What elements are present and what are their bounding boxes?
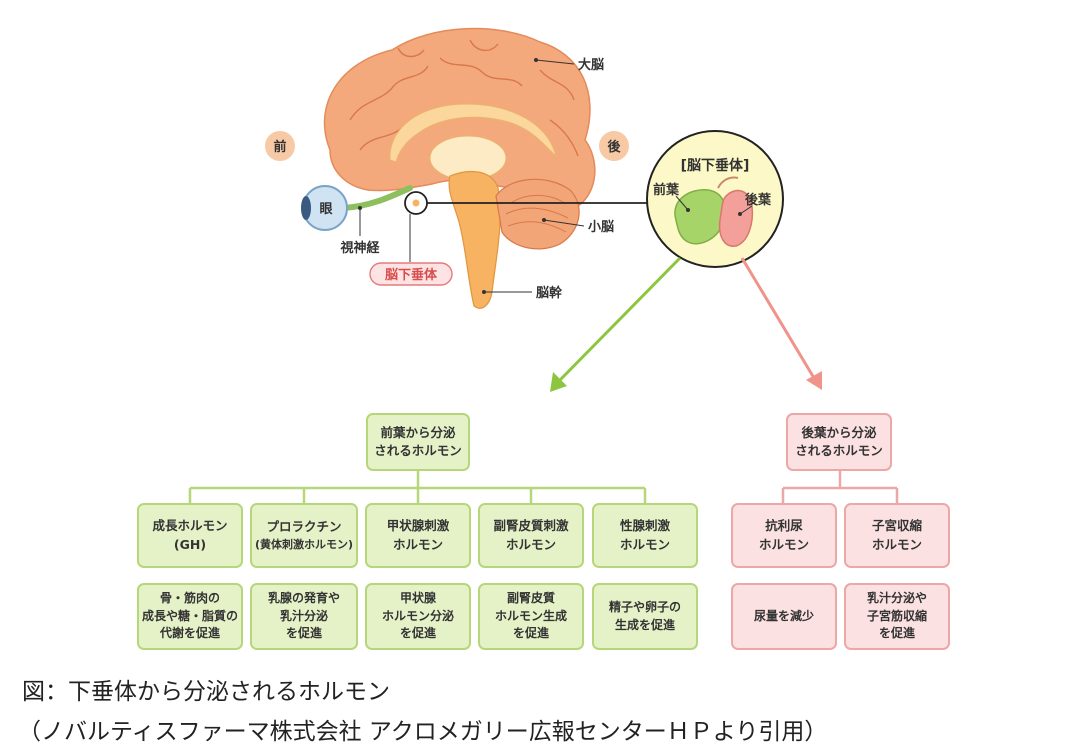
anterior-label: 前葉 (653, 182, 680, 198)
effect-prolactin: 乳腺の発育や 乳汁分泌 を促進 (250, 583, 358, 650)
effect-line: を促進 (399, 626, 436, 641)
hormone-name-line: ホルモン (392, 536, 443, 552)
pituitary-tag-label: 脳下垂体 (385, 267, 438, 283)
hormone-name-line: ホルモン (619, 536, 670, 552)
back-label: 後 (607, 139, 621, 155)
effect-line: ホルモン生成 (494, 608, 567, 623)
hormone-name-line: (GH) (173, 536, 207, 552)
hormone-name-line: 副腎皮質刺激 (493, 518, 569, 534)
cerebrum-label: 大脳 (578, 57, 604, 73)
hormone-name-line: 子宮収縮 (871, 518, 922, 534)
front-marker (265, 131, 295, 161)
anterior-connectors (188, 471, 647, 503)
brainstem-label: 脳幹 (536, 285, 563, 301)
posterior-header-line2: されるホルモン (795, 443, 883, 458)
hormone-name-line: ホルモン (758, 536, 809, 552)
hormone-gh: 成長ホルモン (GH) (137, 503, 243, 568)
front-label: 前 (273, 139, 286, 155)
arrows (550, 256, 822, 392)
posterior-header: 後葉から分泌 されるホルモン (786, 413, 892, 471)
effect-line: ホルモン分泌 (381, 608, 454, 623)
pituitary-zoom: [脳下垂体] 前葉 後葉 (646, 130, 784, 268)
figure-caption: 図：下垂体から分泌されるホルモン (22, 679, 390, 705)
effect-line: 代謝を促進 (159, 626, 220, 641)
posterior-connectors (781, 471, 899, 503)
zoom-title: [脳下垂体] (681, 157, 750, 174)
hormone-adh: 抗利尿 ホルモン (731, 503, 837, 568)
brain-illustration: 前 後 大脳 眼 視神経 脳下垂体 小脳 脳幹 (265, 27, 668, 309)
hormone-tsh: 甲状腺刺激 ホルモン (365, 503, 471, 568)
effect-line: 精子や卵子の (608, 600, 681, 615)
effect-line: を促進 (878, 626, 915, 641)
effect-line: 乳腺の発育や (267, 591, 340, 606)
posterior-lobe-shape (718, 189, 754, 247)
hormone-name-line: プロラクチン (266, 519, 342, 535)
hormone-name-line: ホルモン (871, 536, 922, 552)
posterior-arrowhead (806, 371, 822, 390)
effect-line: を促進 (285, 626, 322, 641)
optic-nerve (341, 185, 413, 211)
posterior-header-line1: 後葉から分泌 (801, 424, 877, 440)
effect-line: 甲状腺 (399, 591, 436, 606)
effect-oxytocin: 乳汁分泌や 子宮筋収縮 を促進 (844, 583, 950, 650)
anterior-header-line2: されるホルモン (374, 443, 462, 458)
anterior-header-line1: 前葉から分泌 (380, 424, 456, 440)
hormone-name-line: 性腺刺激 (619, 518, 670, 534)
effect-gonadotropin: 精子や卵子の 生成を促進 (592, 583, 698, 650)
cerebellum-label: 小脳 (588, 220, 614, 235)
effect-adh: 尿量を減少 (731, 583, 837, 650)
anterior-arrowhead (550, 372, 567, 392)
effect-tsh: 甲状腺 ホルモン分泌 を促進 (365, 583, 471, 650)
effect-line: 骨・筋肉の (159, 591, 220, 606)
effect-line: 成長や糖・脂質の (141, 608, 238, 623)
corpus-callosum (389, 103, 557, 163)
brainstem-shape (448, 170, 501, 309)
hormone-name-line: 甲状腺刺激 (386, 518, 450, 534)
back-marker (599, 131, 629, 161)
effect-acth: 副腎皮質 ホルモン生成 を促進 (478, 583, 584, 650)
hormone-name-line: ホルモン (505, 536, 556, 552)
hormone-name-line: 抗利尿 (765, 518, 803, 534)
optic-nerve-label: 視神経 (339, 240, 380, 256)
effect-line: 乳汁分泌 (279, 608, 328, 623)
hormone-acth: 副腎皮質刺激 ホルモン (478, 503, 584, 568)
hormone-gonadotropin: 性腺刺激 ホルモン (592, 503, 698, 568)
effect-line: 生成を促進 (614, 617, 675, 632)
diagram-canvas: 前 後 大脳 眼 視神経 脳下垂体 小脳 脳幹 [脳下垂体] 前葉 後葉 (188, 27, 899, 503)
posterior-label: 後葉 (745, 192, 772, 208)
pituitary-tag (369, 262, 453, 286)
figure-source: （ノバルティスファーマ株式会社 アクロメガリー広報センターＨＰより引用） (18, 719, 828, 745)
hormone-name-line: 成長ホルモン (152, 518, 228, 534)
eye-label: 眼 (319, 202, 333, 217)
effect-line: 乳汁分泌や (866, 591, 927, 606)
effect-gh: 骨・筋肉の 成長や糖・脂質の 代謝を促進 (137, 583, 243, 650)
hormone-oxytocin: 子宮収縮 ホルモン (844, 503, 950, 568)
hormone-prolactin: プロラクチン (黄体刺激ホルモン) (250, 503, 358, 568)
effect-line: 副腎皮質 (506, 591, 555, 606)
effect-line: 子宮筋収縮 (866, 608, 927, 623)
effect-line: を促進 (512, 626, 549, 641)
anterior-header: 前葉から分泌 されるホルモン (366, 413, 470, 471)
effect-line: 尿量を減少 (753, 608, 814, 623)
hormone-name-line: (黄体刺激ホルモン) (254, 537, 354, 551)
cerebellum-shape (495, 178, 580, 250)
